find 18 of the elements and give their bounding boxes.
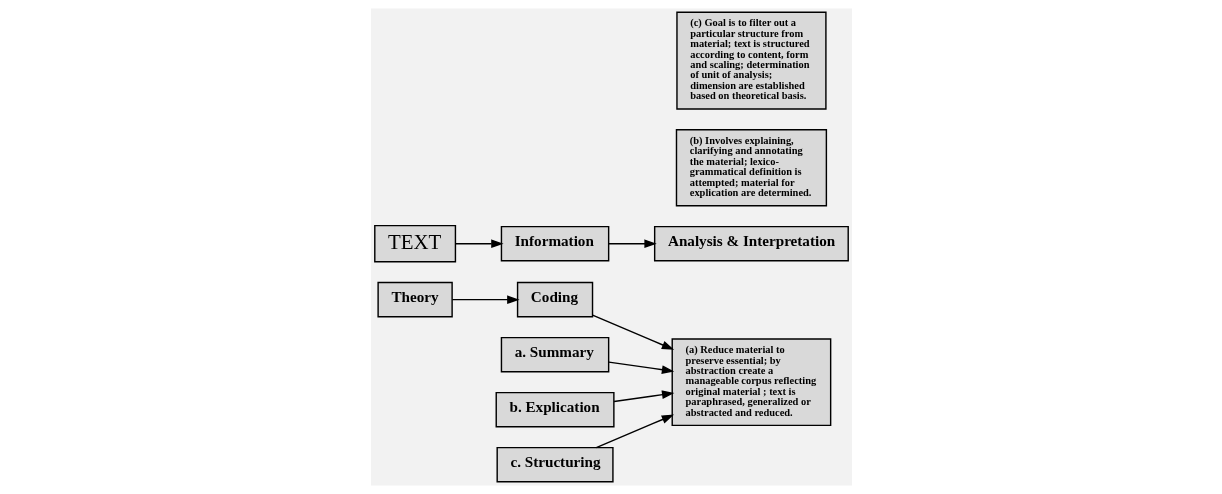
node-box: (b) Involves explaining, clarifying and annotating the material; lexico-grammatical definition is attempted; material for explication are determined. xyxy=(675,129,827,207)
node-box: (a) Reduce material to preserve essential; by abstraction create a manageable corpus reflecting original material ; text is paraphrased, generalized or abstracted and reduced. xyxy=(671,338,831,427)
arrow xyxy=(607,361,674,374)
node-box: Information xyxy=(500,225,609,262)
node-box: c. Structuring xyxy=(495,446,614,483)
node-box: Theory xyxy=(376,281,453,318)
arrow xyxy=(454,239,504,248)
node-box: (c) Goal is to filter out a particular structure from material; text is structured according to content, form and scaling; determination of unit of analysis; dimension are established based on theoretical basis. xyxy=(675,11,827,110)
node-box: Coding xyxy=(516,281,593,318)
arrow xyxy=(591,314,674,350)
arrow xyxy=(451,295,519,304)
arrow xyxy=(612,390,674,403)
node-box: b. Explication xyxy=(495,391,615,428)
node-box: Analysis & Interpretation xyxy=(653,225,849,262)
arrow xyxy=(595,414,674,449)
node-box: a. Summary xyxy=(500,336,609,373)
node-box: TEXT xyxy=(373,224,456,263)
arrow xyxy=(607,239,657,248)
